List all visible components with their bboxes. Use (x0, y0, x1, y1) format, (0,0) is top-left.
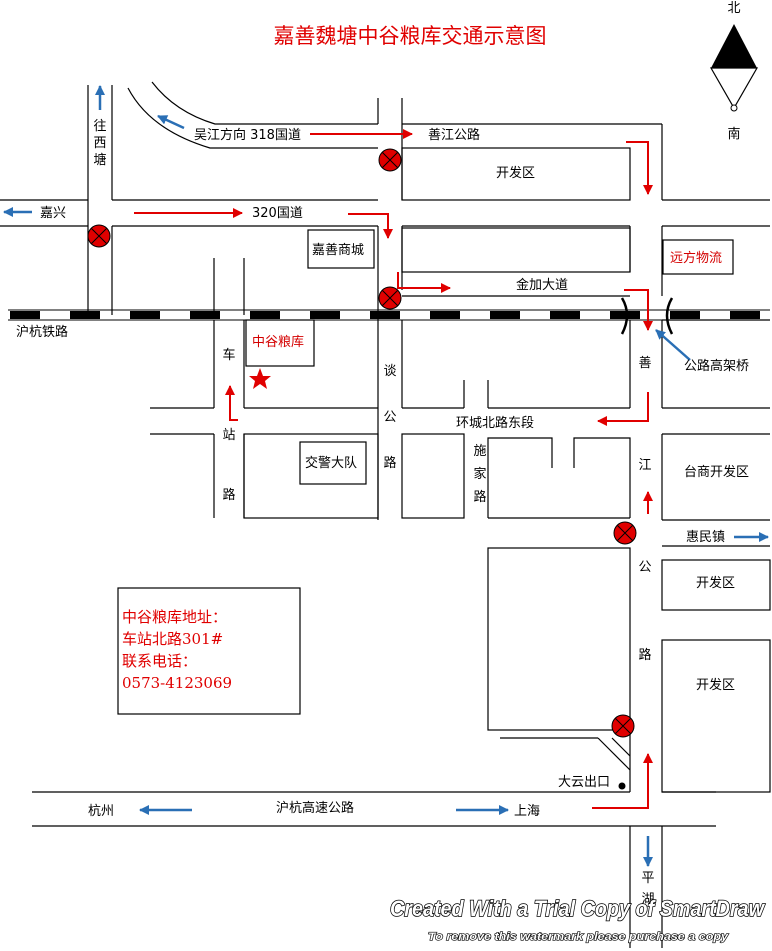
dayun-exit-label: 大云出口 (558, 775, 610, 790)
info-phone-heading: 联系电话： (122, 652, 197, 670)
tangong-road-label-2: 公 (383, 410, 396, 425)
traffic-light-icon (611, 714, 635, 738)
info-address-heading: 中谷粮库地址： (122, 608, 227, 626)
kaifaqu-label-low: 开发区 (696, 677, 735, 693)
jiaxing-label: 嘉兴 (40, 206, 66, 221)
shanghai-label: 上海 (514, 804, 540, 819)
shanjiang-v-label-1: 善 (638, 355, 651, 371)
yuanfang-logistics-label: 远方物流 (670, 250, 722, 266)
shanjiang-v-label-4: 路 (638, 647, 651, 663)
tangong-road-label-3: 路 (383, 455, 396, 471)
expressway-label: 沪杭高速公路 (276, 800, 354, 816)
jinjia-road-label: 金加大道 (516, 277, 568, 293)
road-318-label: 吴江方向 318国道 (194, 127, 301, 143)
shijia-road-label-3: 路 (473, 489, 486, 505)
huancheng-road-label: 环城北路东段 (456, 415, 534, 431)
traffic-light-icon (378, 148, 402, 172)
chezhan-road-label-3: 路 (222, 487, 235, 503)
compass-north-label: 北 (727, 1, 740, 16)
traffic-light-icon (378, 286, 402, 310)
traffic-police-label: 交警大队 (305, 455, 357, 471)
info-address: 车站北路301# (122, 630, 223, 648)
compass-icon (709, 24, 759, 112)
huiminzhen-label: 惠民镇 (686, 530, 725, 545)
compass-south-label: 南 (727, 126, 740, 142)
chezhan-road-label-2: 站 (222, 428, 235, 443)
wangxitang-label-1: 往 (93, 119, 106, 134)
chezhan-road-label-1: 车 (222, 347, 235, 363)
info-box (117, 587, 301, 715)
shijia-road-label-2: 家 (473, 466, 486, 482)
route-arrows (134, 129, 653, 809)
watermark-title: Created With a Trial Copy of SmartDraw (390, 896, 766, 921)
pinghu-label-2: 湖 (641, 892, 654, 907)
traffic-light-icon (613, 521, 637, 545)
map-title: 嘉善魏塘中谷粮库交通示意图 (274, 24, 547, 48)
direction-arrows (3, 85, 769, 867)
road-network (0, 81, 771, 948)
pinghu-label-1: 平 (641, 871, 654, 886)
wangxitang-label-2: 西 (93, 136, 106, 151)
zhonggu-granary-label: 中谷粮库 (252, 334, 304, 350)
shanjiang-v-label-2: 江 (638, 458, 651, 473)
railway-label: 沪杭铁路 (16, 324, 68, 340)
shanjiang-v-label-3: 公 (638, 560, 651, 575)
jiashan-mall-label: 嘉善商城 (312, 242, 364, 258)
overpass-label: 公路高架桥 (684, 358, 749, 374)
taishang-zone-label: 台商开发区 (684, 464, 749, 480)
hangzhou-label: 杭州 (88, 804, 114, 819)
overpass-icon (620, 297, 674, 335)
kaifaqu-label-mid: 开发区 (696, 575, 735, 591)
road-320-label: 320国道 (252, 206, 303, 221)
shanjiang-road-label: 善江公路 (428, 127, 480, 143)
zhonggu-star-icon (249, 368, 271, 389)
tangong-road-label-1: 谈 (383, 364, 396, 379)
dayun-exit-dot (618, 782, 626, 790)
kaifaqu-label-top: 开发区 (496, 165, 535, 181)
info-phone: 0573-4123069 (122, 674, 232, 692)
railway-line (8, 309, 770, 321)
watermark-subtitle: To remove this watermark please purchase… (428, 931, 729, 943)
traffic-light-icon (87, 224, 111, 248)
shijia-road-label-1: 施 (473, 444, 486, 459)
wangxitang-label-3: 塘 (93, 152, 106, 168)
